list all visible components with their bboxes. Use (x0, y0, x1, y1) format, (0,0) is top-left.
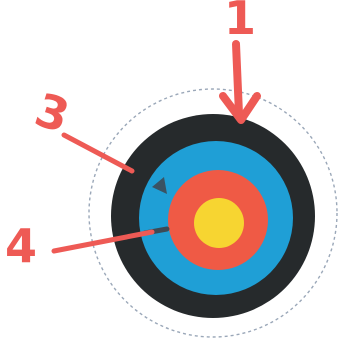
yellow-center (194, 198, 244, 248)
annotation-label-4: 4 (5, 219, 37, 273)
annotation-label-3: 3 (29, 82, 76, 143)
pointer-line-3 (64, 135, 132, 171)
arrow-down-icon (223, 44, 257, 120)
annotation-label-1: 1 (224, 0, 256, 45)
